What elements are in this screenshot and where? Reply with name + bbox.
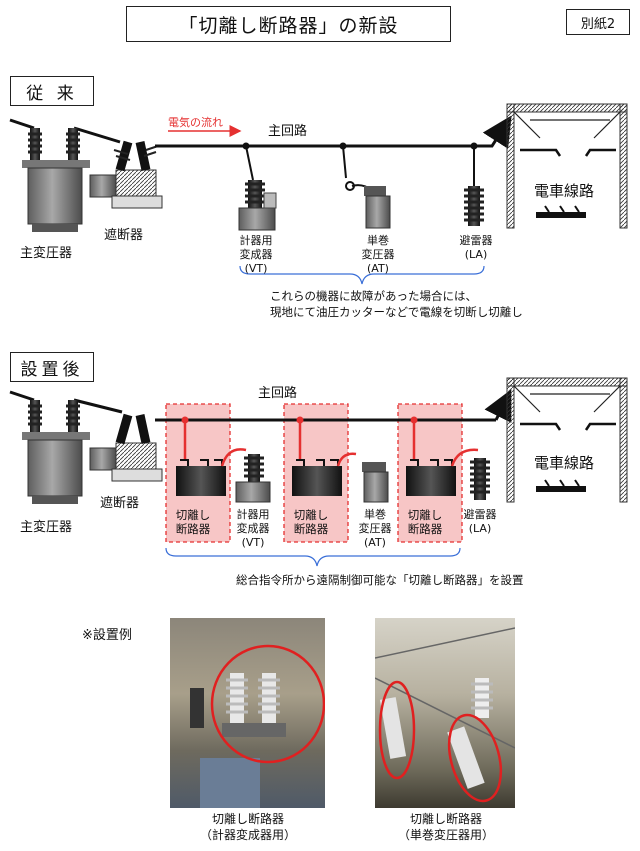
annex-label: 別紙2 [566,9,630,35]
photo1-sub: （計器変成器用） [199,828,296,842]
before-note-2: 現地にて油圧カッターなどで電線を切断し切離し [270,305,523,319]
before-main-circuit-label: 主回路 [268,124,308,139]
before-main-transformer [9,118,121,232]
example-heading: ※設置例 [82,628,132,643]
after-disconnector-la [406,416,490,500]
before-catenary-label: 電車線路 [534,182,595,200]
after-la-abbr: (LA) [468,522,492,535]
after-vt-abbr: (VT) [241,536,265,549]
before-heading: 従 来 [10,76,94,106]
after-disconnector-label-1: 切離し 断路器 [175,508,211,536]
page-title: 「切離し断路器」の新設 [126,6,451,42]
after-breaker [89,413,163,482]
after-catenary-label: 電車線路 [534,454,595,472]
after-transformer-label: 主変圧器 [20,520,73,535]
after-catenary [506,377,628,503]
before-at [339,142,391,229]
before-brace [239,265,485,285]
example-photo-2 [375,618,515,808]
after-brace [165,547,461,567]
before-vt-abbr: (VT) [244,262,268,275]
before-vt-name: 計器用 変成器 [239,234,273,261]
after-disconnector-vt [176,416,271,503]
after-at-abbr: (AT) [364,536,386,549]
before-catenary [506,103,628,229]
after-disconnector-label-2: 切離し 断路器 [293,508,329,536]
before-breaker-label: 遮断器 [104,228,144,243]
flow-label: 電気の流れ [168,116,223,129]
before-transformer-label: 主変圧器 [20,246,73,261]
after-at-name: 単巻 変圧器 [358,508,392,535]
before-note-1: これらの機器に故障があった場合には、 [270,289,477,303]
photo2-sub: （単巻変圧器用） [397,828,494,842]
after-breaker-label: 遮断器 [100,496,140,511]
after-la-name: 避雷器 [463,508,497,521]
before-breaker [89,140,163,209]
photo2-caption: 切離し断路器 [409,812,482,826]
after-vt-name: 計器用 変成器 [236,508,270,535]
before-at-abbr: (AT) [367,262,389,275]
after-disconnector-at [292,416,389,503]
before-la [464,142,484,226]
before-at-name: 単巻 変圧器 [361,234,395,261]
before-vt [238,142,277,231]
after-main-transformer [9,390,123,504]
before-la-name: 避雷器 [459,234,493,247]
before-la-abbr: (LA) [464,248,488,261]
after-note: 総合指令所から遠隔制御可能な「切離し断路器」を設置 [236,573,524,587]
photo1-caption: 切離し断路器 [211,812,284,826]
after-disconnector-label-3: 切離し 断路器 [407,508,443,536]
after-heading: 設置後 [10,352,94,382]
example-photo-1 [170,618,325,808]
after-main-circuit-label: 主回路 [258,386,298,401]
